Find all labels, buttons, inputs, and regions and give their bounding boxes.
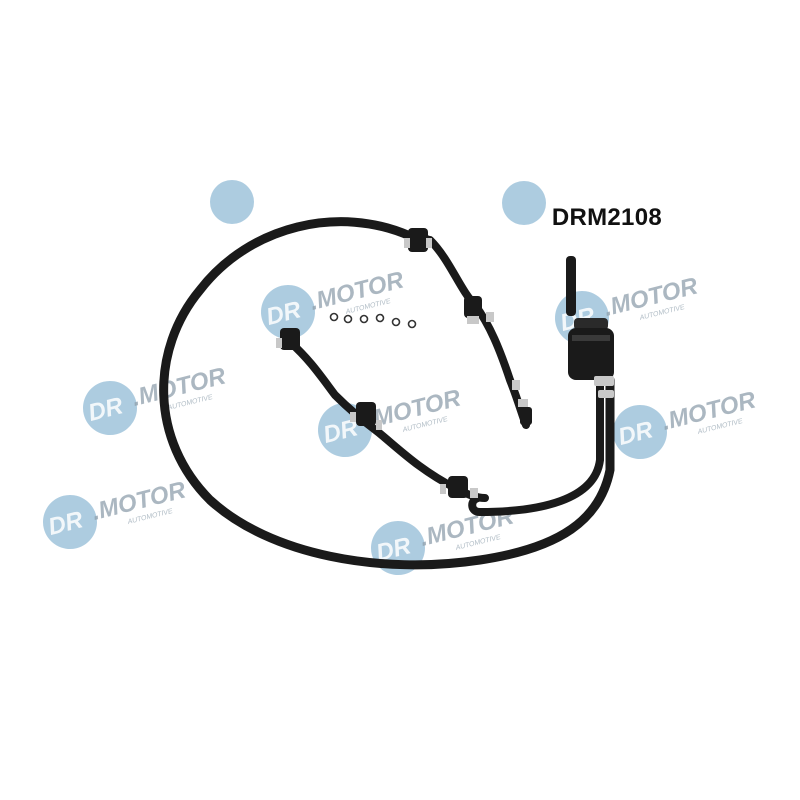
injector-connectors <box>276 228 532 498</box>
outlet-fitting <box>566 256 614 398</box>
part-number-label: DRM2108 <box>551 204 662 231</box>
watermark-logo <box>37 180 764 581</box>
o-rings <box>329 312 417 329</box>
fuel-return-hose <box>159 217 615 570</box>
